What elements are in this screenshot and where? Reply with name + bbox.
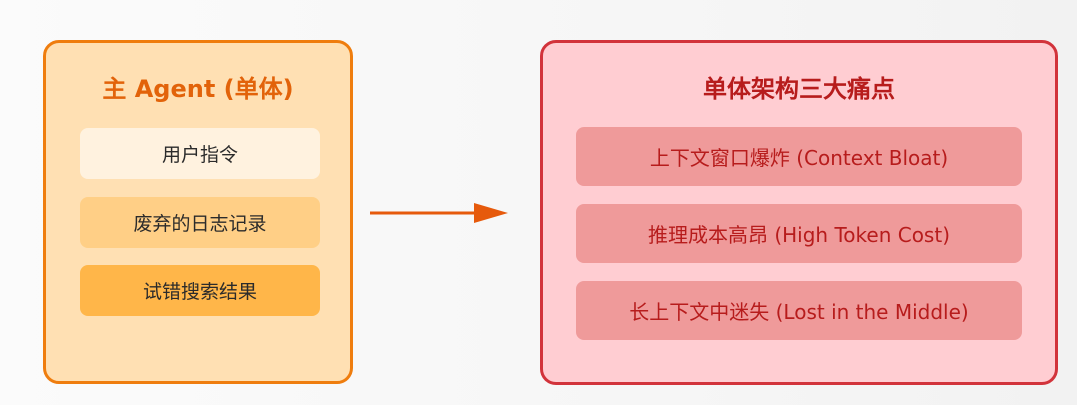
main-agent-title: 主 Agent (单体) <box>102 75 294 103</box>
step-user-instruction: 用户指令 <box>80 128 320 179</box>
pain-lost-in-middle: 长上下文中迷失 (Lost in the Middle) <box>576 281 1022 340</box>
flow-arrow-icon <box>370 203 508 223</box>
step-trial-search-results: 试错搜索结果 <box>80 265 320 316</box>
pain-context-bloat: 上下文窗口爆炸 (Context Bloat) <box>576 127 1022 186</box>
main-agent-panel: 主 Agent (单体) 用户指令 废弃的日志记录 试错搜索结果 <box>43 40 353 384</box>
pain-high-token-cost: 推理成本高昂 (High Token Cost) <box>576 204 1022 263</box>
pain-points-panel: 单体架构三大痛点 上下文窗口爆炸 (Context Bloat) 推理成本高昂 … <box>540 40 1058 385</box>
pain-points-title: 单体架构三大痛点 <box>703 75 895 103</box>
step-discarded-logs: 废弃的日志记录 <box>80 197 320 248</box>
